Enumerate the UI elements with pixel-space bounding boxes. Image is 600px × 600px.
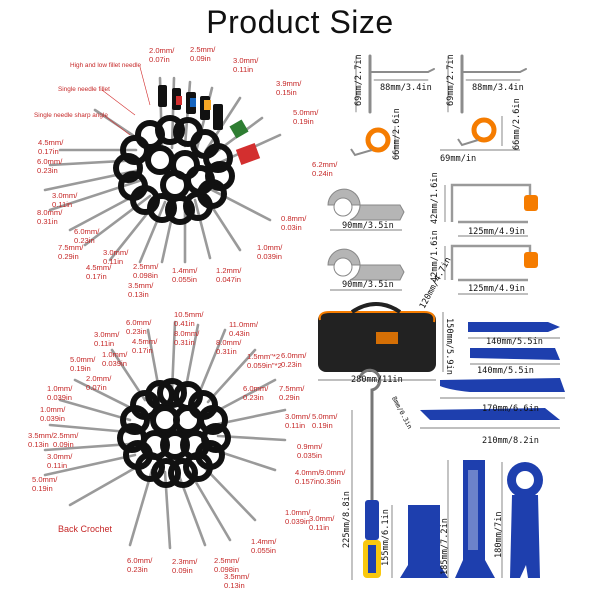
ring-key-tools — [327, 188, 405, 291]
pin-size-label: 6.0mm/0.23in — [127, 556, 153, 574]
t-handle-width-label: 88mm/3.4in — [380, 83, 432, 93]
pin-size-label: 3.0mm/0.11in — [285, 412, 311, 430]
ring-key-width-label: 90mm/3.5in — [342, 221, 394, 231]
tool-c-length-label: 180mm/7in — [494, 511, 504, 558]
pin-size-label: 6.0mm/0.23in — [74, 227, 100, 245]
pin-size-label: 3.5mm/0.13in — [28, 431, 54, 449]
bag-height-label: 150mm/5.9in — [444, 318, 454, 375]
pin-size-label: 4.0mm/0.157in — [295, 468, 321, 486]
pin-size-label: 3.0mm/0.11in — [52, 191, 78, 209]
pin-size-label: 9.0mm/0.35in — [320, 468, 346, 486]
pin-size-label: 7.5mm/0.29in — [279, 384, 305, 402]
pin-size-label: 2.5mm/0.09in — [53, 431, 79, 449]
screwdriver-length-label: 225mm/8.8in — [342, 491, 352, 548]
pin-size-label: 2.3mm/0.09in — [172, 557, 198, 575]
pin-size-label: 3.0mm/0.11in — [309, 514, 335, 532]
pin-size-label: 1.0mm/0.039in — [257, 243, 283, 261]
pin-size-label: 2.5mm/0.098in — [133, 262, 159, 280]
ring-key-width-label: 90mm/3.5in — [342, 280, 394, 290]
pin-size-label: 1.0mm/0.039in — [102, 350, 128, 368]
top-pin-set — [43, 66, 282, 264]
page-title: Product Size — [206, 4, 394, 40]
tool-bag — [318, 302, 444, 381]
pin-size-label: 1.4mm/0.055in — [172, 266, 198, 284]
pin-size-label: 1.2mm/0.047in — [216, 266, 242, 284]
pin-size-label: 5.0mm/0.19in — [312, 412, 338, 430]
pin-note-sharp-angle: Single needle sharp angle — [34, 112, 108, 119]
pry-tool-3-label: 170mm/6.6in — [482, 404, 539, 414]
pin-size-label: 6.0mm/0.23in — [126, 318, 152, 336]
large-pry-tools — [391, 460, 543, 578]
bracket-height-label: 42mm/1.6in — [430, 172, 440, 224]
pin-size-label: 8.0mm/0.31in — [37, 208, 63, 226]
pin-size-label: 5.0mm/0.19in — [293, 108, 319, 126]
pin-size-label: 3.0mm/0.11in — [94, 330, 120, 348]
pin-size-label: 1.0mm/0.039in — [47, 384, 73, 402]
pin-size-label: 2.5mm/0.09in — [190, 45, 216, 63]
pin-size-label: 8.0mm/0.31in — [216, 338, 242, 356]
pin-size-label: 11.0mm/0.43in — [229, 320, 258, 338]
pin-size-label: 4.5mm/0.17in — [86, 263, 112, 281]
pin-size-label: 6.2mm/0.24in — [312, 160, 338, 178]
pin-size-label: 4.5mm/0.17in — [38, 138, 64, 156]
pin-size-label: 1.0mm/0.039in — [285, 508, 311, 526]
hook-width-label: 69mm/in — [440, 154, 477, 164]
pry-tools — [420, 322, 565, 429]
pin-size-label: 3.5mm/0.13in — [128, 281, 154, 299]
pin-size-label: 5.0mm/0.19in — [32, 475, 58, 493]
back-crochet-caption: Back Crochet — [58, 524, 113, 534]
t-handle-height-label: 69mm/2.7in — [446, 54, 456, 106]
pry-tool-2-label: 140mm/5.5in — [477, 366, 534, 376]
pin-size-label: 6.0mm/0.23in — [281, 351, 307, 369]
t-handle-width-label: 88mm/3.4in — [472, 83, 524, 93]
pin-size-label: 6.0mm/0.23in — [37, 157, 63, 175]
pin-size-label: 4.5mm/0.17in — [132, 337, 158, 355]
pin-size-label: 1.0mm/0.039in — [40, 405, 66, 423]
tool-b-length-label: 185mm/7.2in — [440, 518, 450, 575]
pin-size-label: 0.9mm/0.035in — [297, 442, 323, 460]
hook-tools — [350, 116, 520, 157]
pin-size-label: 3.0mm/0.11in — [47, 452, 73, 470]
hook-screwdriver — [351, 368, 382, 580]
tool-a-length-label: 155mm/6.1in — [381, 509, 391, 566]
pin-size-label: 5.0mm/0.19in — [70, 355, 96, 373]
pin-size-label: 6.0mm/0.23in — [243, 384, 269, 402]
bottom-pin-set — [43, 320, 287, 550]
bracket-tools — [444, 183, 538, 295]
pin-note-fillet-needle: High and low fillet needle — [70, 62, 142, 69]
t-handle-height-label: 69mm/2.7in — [354, 54, 364, 106]
t-handle-tools — [355, 54, 527, 114]
pin-size-label: 1.4mm/0.055in — [251, 537, 277, 555]
pry-tool-1-label: 140mm/5.5in — [486, 337, 543, 347]
pin-size-label: 0.8mm/0.03in — [281, 214, 307, 232]
bracket-width-label: 125mm/4.9in — [468, 284, 525, 294]
pin-note-single-fillet: Single needle fillet — [58, 86, 110, 93]
pin-size-label: 8.0mm/0.31in — [174, 329, 200, 347]
pin-size-label: 2.5mm/0.098in — [214, 556, 240, 574]
pin-size-label: 3.5mm/0.13in — [224, 572, 250, 590]
hook-height-label: 66mm/2.6in — [512, 98, 522, 150]
pin-size-label: 10.5mm/0.41in — [174, 310, 204, 328]
pry-tool-4-label: 210mm/8.2in — [482, 436, 539, 446]
pin-size-label: 3.9mm/0.15in — [276, 79, 302, 97]
bracket-width-label: 125mm/4.9in — [468, 227, 525, 237]
pin-size-label: 3.0mm/0.11in — [233, 56, 259, 74]
pin-size-label: 3.0mm/0.11in — [103, 248, 129, 266]
pin-size-label: 7.5mm/0.29in — [58, 243, 84, 261]
pin-size-label: 2.0mm/0.07in — [86, 374, 112, 392]
hook-height-label: 66mm/2.6in — [392, 108, 402, 160]
bag-length-label: 280mm/11in — [351, 375, 403, 385]
pin-size-label: 2.0mm/0.07in — [149, 46, 175, 64]
